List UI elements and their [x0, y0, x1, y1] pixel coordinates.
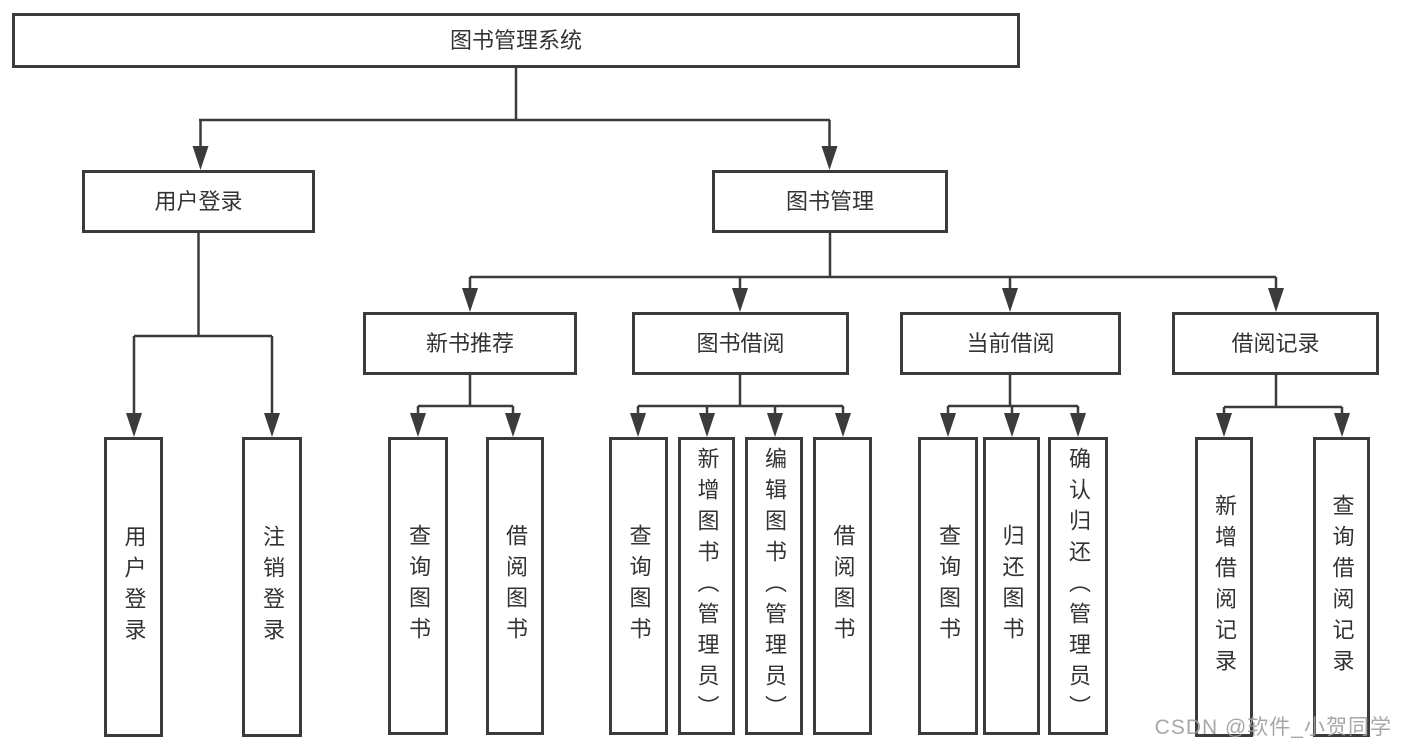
node-user-login: 用户登录 — [82, 170, 315, 233]
node-label: 新增图书（管理员） — [694, 446, 720, 726]
node-label: 查询借阅记录 — [1329, 494, 1355, 680]
node-label: 新增借阅记录 — [1212, 494, 1237, 680]
node-label: 图书管理系统 — [449, 27, 582, 53]
leaf-return-books: 归还图书 — [983, 437, 1040, 735]
node-borrowing-records: 借阅记录 — [1172, 312, 1379, 375]
node-label: 查询图书 — [406, 524, 431, 648]
node-label: 借阅图书 — [503, 524, 528, 648]
node-label: 归还图书 — [999, 524, 1025, 648]
leaf-query-books-3: 查询图书 — [918, 437, 978, 735]
node-new-book-recommendation: 新书推荐 — [363, 312, 577, 375]
arrowheads — [126, 146, 1350, 437]
leaf-add-books-admin: 新增图书（管理员） — [678, 437, 735, 735]
leaf-edit-books-admin: 编辑图书（管理员） — [745, 437, 803, 735]
node-label: 注销登录 — [260, 525, 285, 649]
node-library-management-system: 图书管理系统 — [12, 13, 1020, 68]
node-label: 新书推荐 — [425, 330, 514, 356]
node-label: 当前借阅 — [966, 330, 1055, 356]
leaf-query-borrow-record: 查询借阅记录 — [1313, 437, 1370, 737]
node-book-management: 图书管理 — [712, 170, 948, 233]
node-label: 查询图书 — [936, 524, 961, 648]
node-label: 用户登录 — [121, 525, 147, 649]
node-book-borrowing: 图书借阅 — [632, 312, 849, 375]
watermark: CSDN @软件_小贺同学 — [1154, 716, 1392, 739]
leaf-borrow-books-1: 借阅图书 — [486, 437, 544, 735]
node-label: 编辑图书（管理员） — [762, 446, 787, 726]
leaf-query-books-2: 查询图书 — [609, 437, 668, 735]
node-label: 查询图书 — [626, 524, 652, 648]
leaf-confirm-return-admin: 确认归还（管理员） — [1048, 437, 1108, 735]
node-label: 图书借阅 — [696, 330, 785, 356]
node-current-borrowing: 当前借阅 — [900, 312, 1121, 375]
leaf-user-login: 用户登录 — [104, 437, 163, 737]
node-label: 借阅记录 — [1231, 330, 1320, 356]
node-label: 确认归还（管理员） — [1066, 446, 1091, 726]
leaf-borrow-books-2: 借阅图书 — [813, 437, 872, 735]
leaf-logout: 注销登录 — [242, 437, 302, 737]
leaf-query-books-1: 查询图书 — [388, 437, 448, 735]
node-label: 图书管理 — [785, 188, 874, 214]
node-label: 借阅图书 — [830, 524, 856, 648]
leaf-add-borrow-record: 新增借阅记录 — [1195, 437, 1253, 737]
node-label: 用户登录 — [154, 188, 243, 214]
